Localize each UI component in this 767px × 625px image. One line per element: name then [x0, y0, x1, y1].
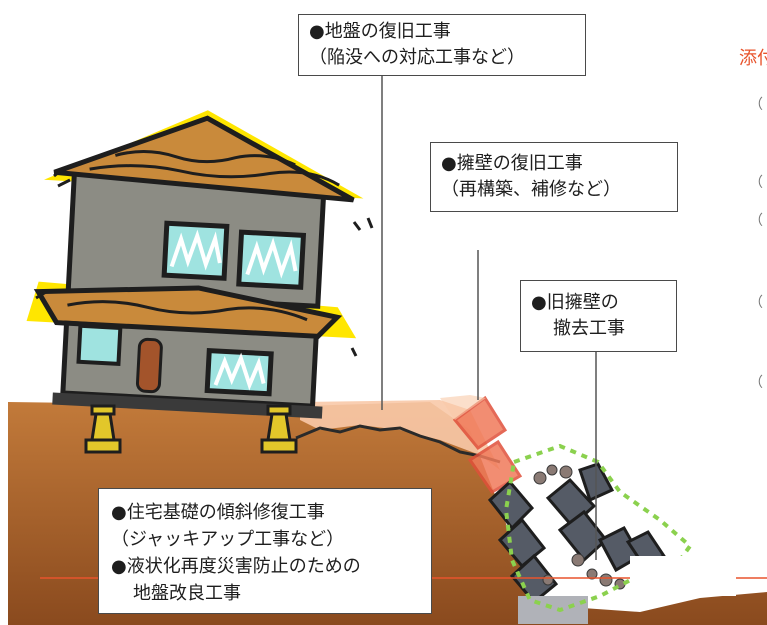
jack-right [260, 404, 298, 454]
old-wall-callout-line2: 撤去工事 [553, 318, 625, 339]
retaining-wall-callout: ●擁壁の復旧工事 （再構築、補修など） [430, 142, 678, 212]
wall-callout-line2: （再構築、補修など） [441, 179, 621, 200]
lower-window-left [76, 323, 123, 366]
white-patch [630, 556, 736, 596]
house-base [52, 392, 323, 419]
foundation-callout-line3: ●液状化再度災害防止のための [111, 556, 361, 577]
shake-marks [35, 166, 374, 357]
side-marker: （ [749, 375, 763, 391]
foundation-callout-line1: ●住宅基礎の傾斜修復工事 [111, 502, 325, 523]
wall-callout-line1: ●擁壁の復旧工事 [441, 153, 583, 174]
ground-callout-line2: （陥没への対応工事など） [309, 47, 525, 68]
side-marker: （ [749, 175, 763, 191]
attachment-label: 添付 [739, 48, 767, 69]
foundation-callout-line2: （ジャッキアップ工事など） [111, 529, 345, 550]
ground-callout-line1: ●地盤の復旧工事 [309, 21, 451, 42]
side-marker: （ [749, 295, 763, 311]
old-wall-base [518, 596, 588, 624]
new-retaining-wall-fade [440, 395, 486, 420]
ground-restoration-callout: ●地盤の復旧工事 （陥没への対応工事など） [298, 14, 586, 76]
side-marker: （ [749, 213, 763, 229]
tilted-house [26, 110, 364, 419]
old-wall-callout-line1: ●旧擁壁の [531, 292, 619, 313]
foundation-repair-callout: ●住宅基礎の傾斜修復工事 （ジャッキアップ工事など） ●液状化再度災害防止のため… [98, 488, 432, 614]
ground-restoration-area [300, 400, 500, 470]
new-retaining-wall [452, 395, 523, 494]
ground-crack [295, 424, 501, 464]
foundation-callout-line4: 地盤改良工事 [133, 583, 241, 604]
side-marker: （ [749, 97, 763, 113]
old-wall-removal-callout: ●旧擁壁の 撤去工事 [520, 280, 677, 352]
upper-window-right [236, 229, 307, 290]
jack-left [84, 404, 122, 454]
door [135, 337, 163, 394]
